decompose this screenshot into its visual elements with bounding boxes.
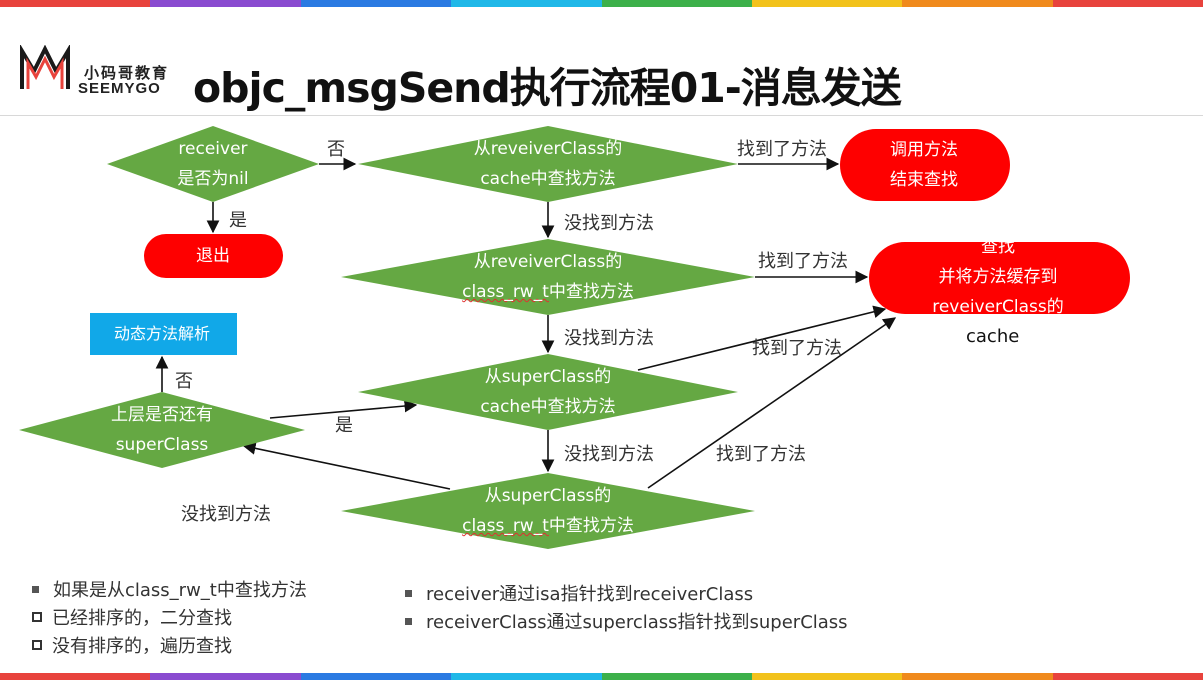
logo-chinese-text: 小码哥教育: [84, 64, 170, 82]
edge-label-found: 找到了方法: [737, 139, 827, 160]
arrow-found: [647, 317, 897, 489]
notes-left-list: 如果是从class_rw_t中查找方法 已经排序的，二分查找 没有排序的，遍历查…: [32, 577, 307, 661]
box-dynamic-resolve: 动态方法解析: [113, 324, 211, 343]
checkbox-outline-icon: [32, 612, 42, 622]
bottom-color-stripe: [0, 673, 1203, 680]
list-item: receiverClass通过superclass指针找到superClass: [405, 609, 848, 637]
edge-label-not-found: 没找到方法: [564, 444, 654, 465]
edge-label-yes: 是: [335, 415, 353, 436]
super-rw-diamond: [341, 473, 755, 549]
list-item: receiver通过isa指针找到receiverClass: [405, 581, 848, 609]
top-color-stripe: [0, 0, 1203, 7]
bullet-icon: [405, 617, 412, 625]
cache-store-pill: [869, 242, 1130, 314]
edge-label-found: 找到了方法: [716, 444, 806, 465]
bullet-icon: [405, 589, 412, 597]
slide-title: objc_msgSend执行流程01-消息发送: [193, 64, 902, 112]
terminal-exit: 退出: [196, 246, 230, 266]
arrow-yes: [269, 399, 418, 419]
seemygo-logo-icon: [20, 45, 70, 89]
arrow-not-found: [242, 442, 451, 490]
arrow-found: [637, 305, 887, 371]
list-item: 已经排序的，二分查找: [32, 605, 307, 633]
super-cache-diamond: [358, 354, 738, 430]
call-method-pill: [840, 129, 1010, 201]
list-item: 没有排序的，遍历查找: [32, 633, 307, 661]
decision-super-cache: 从superClass的 cache中查找方法: [480, 367, 616, 417]
edge-label-found: 找到了方法: [752, 338, 842, 359]
terminal-call-method: 调用方法结束查找: [890, 140, 958, 190]
edge-label-no: 否: [175, 371, 193, 392]
exit-pill: [144, 234, 283, 278]
decision-receiver-cache: 从reveiverClass的 cache中查找方法: [473, 139, 623, 189]
checkbox-outline-icon: [32, 640, 42, 650]
list-item: 如果是从class_rw_t中查找方法: [32, 577, 307, 605]
slide-header: [0, 7, 1203, 116]
receiver-nil-diamond: [107, 126, 319, 202]
super-exists-diamond: [19, 392, 305, 468]
cache-store-tail: cache: [966, 326, 1020, 347]
decision-super-rw: 从superClass的 class_rw_t中查找方法: [462, 486, 634, 536]
decision-receiver-rw: 从reveiverClass的 class_rw_t中查找方法: [462, 252, 634, 302]
bullet-icon: [32, 585, 39, 593]
receiver-cache-diamond: [358, 126, 738, 202]
notes-right-list: receiver通过isa指针找到receiverClass receiverC…: [405, 581, 848, 637]
dynamic-resolve-box: [90, 313, 237, 355]
edge-label-not-found: 没找到方法: [564, 328, 654, 349]
edge-label-no: 否: [327, 139, 345, 160]
edge-label-yes: 是: [229, 210, 247, 231]
edge-label-not-found: 没找到方法: [181, 504, 271, 525]
edge-label-not-found: 没找到方法: [564, 213, 654, 234]
edge-label-found: 找到了方法: [758, 251, 848, 272]
logo-english-text: SEEMYGO: [78, 80, 161, 97]
receiver-rw-diamond: [341, 239, 755, 315]
